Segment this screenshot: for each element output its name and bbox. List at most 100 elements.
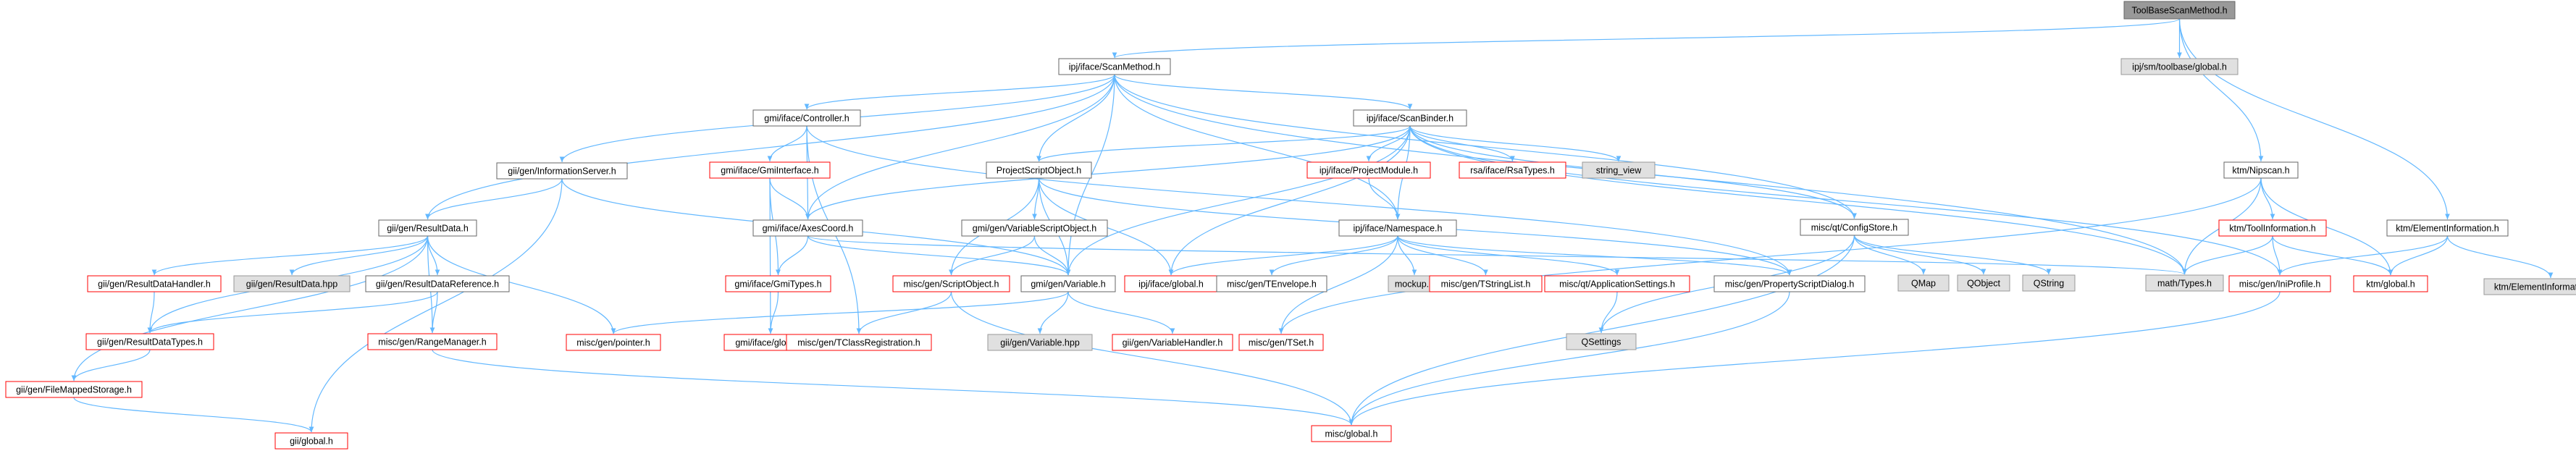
node-string_view[interactable]: string_view (1582, 161, 1656, 179)
node-gii_varhandler[interactable]: gii/gen/VariableHandler.h (1112, 334, 1233, 351)
edge-gii_resultdata-to-misc_pointer (427, 235, 616, 334)
node-label: gmi/iface/Controller.h (764, 114, 849, 124)
node-layer: ToolBaseScanMethod.h ipj/iface/ScanMethod… (5, 1, 2576, 450)
node-box (233, 275, 351, 292)
edge-ipj_scanmethod-to-projectscriptobject (1036, 74, 1115, 162)
node-gmi_gmiinterface[interactable]: gmi/iface/GmiInterface.h (709, 161, 831, 179)
edge-ipj_scanmethod-to-gmi_axescoord (805, 74, 1115, 220)
node-ipj_global[interactable]: ipj/iface/global.h (1124, 275, 1218, 292)
edge-ipj_scanbinder-to-gmi_axescoord (805, 125, 1411, 220)
edge-gii_filemapped-to-gii_global (73, 397, 314, 433)
edge-gmi_varscriptobject-to-gmi_gen_variable (1033, 235, 1071, 276)
node-ipj_scanmethod[interactable]: ipj/iface/ScanMethod.h (1058, 58, 1171, 75)
node-gii_infoserver[interactable]: gii/gen/InformationServer.h (496, 162, 628, 180)
edge-root-to-ktm_eleminfo (2178, 18, 2450, 220)
node-misc_rangemanager[interactable]: misc/gen/RangeManager.h (367, 333, 498, 350)
node-gmi_axescoord[interactable]: gmi/iface/AxesCoord.h (752, 219, 863, 237)
node-box (2123, 1, 2236, 20)
node-rsa_types[interactable]: rsa/iface/RsaTypes.h (1459, 161, 1566, 179)
edge-ipj_scanmethod-to-gii_resultdata (425, 74, 1115, 220)
node-gii_resultdataref[interactable]: gii/gen/ResultDataReference.h (365, 275, 510, 292)
node-box (365, 275, 510, 292)
edge-root-to-ktm_nipscan (2178, 18, 2264, 162)
node-gii_global[interactable]: gii/global.h (274, 432, 348, 450)
node-gmi_gen_variable[interactable]: gmi/gen/Variable.h (1020, 275, 1116, 292)
node-label: gii/gen/ResultDataReference.h (376, 279, 499, 290)
node-label: QString (2034, 279, 2064, 289)
edge-gmi_axescoord-to-gmi_gen_variable (807, 235, 1071, 276)
node-label: misc/gen/TEnvelope.h (1227, 279, 1317, 290)
node-label: gii/gen/ResultDataTypes.h (97, 337, 203, 347)
node-ipj_scanbinder[interactable]: ipj/iface/ScanBinder.h (1353, 109, 1467, 127)
edge-gmi_gen_variable-to-gii_gen_variable_hpp (1037, 291, 1069, 334)
node-gmi_gmitypes[interactable]: gmi/iface/GmiTypes.h (725, 275, 831, 292)
edge-ktm_eleminfo-to-misc_iniprofile (2277, 235, 2449, 276)
node-qmap[interactable]: QMap (1897, 274, 1950, 292)
node-ktm_nipscan[interactable]: ktm/Nipscan.h (2223, 161, 2299, 179)
node-label: gmi/gen/Variable.h (1031, 279, 1105, 290)
node-ipj_projectmodule[interactable]: ipj/iface/ProjectModule.h (1306, 161, 1431, 179)
node-gii_resultdata[interactable]: gii/gen/ResultData.h (378, 219, 477, 237)
node-box (5, 381, 143, 398)
node-box (1429, 275, 1543, 292)
node-qstring[interactable]: QString (2022, 274, 2076, 292)
edge-ipj_scanmethod-to-misc_configstore (1114, 74, 1857, 219)
node-label: ktm/ElementInformation.h (2396, 224, 2499, 234)
node-gmi_varscriptobject[interactable]: gmi/gen/VariableScriptObject.h (961, 219, 1108, 237)
node-misc_global[interactable]: misc/global.h (1311, 425, 1392, 442)
node-box (1713, 275, 1866, 292)
node-misc_pointer[interactable]: misc/gen/pointer.h (566, 334, 661, 351)
node-misc_tclassreg[interactable]: misc/gen/TClassRegistration.h (786, 334, 932, 351)
edge-gii_resultdata-to-gii_resultdatahandler (151, 235, 429, 276)
edge-ktm_toolinfo-to-ktm_global (2272, 235, 2394, 276)
edge-ipj_namespace-to-misc_propscriptdialog (1397, 235, 1792, 276)
node-label: gmi/iface/GmiInterface.h (721, 166, 819, 176)
node-gii_resultdatatypes[interactable]: gii/gen/ResultDataTypes.h (85, 333, 214, 350)
node-misc_scriptobject[interactable]: misc/gen/ScriptObject.h (892, 275, 1010, 292)
node-label: ProjectScriptObject.h (997, 166, 1081, 176)
node-ipj_toolbase_global[interactable]: ipj/sm/toolbase/global.h (2120, 58, 2239, 75)
node-ipj_namespace[interactable]: ipj/iface/Namespace.h (1338, 219, 1457, 237)
node-label: misc/gen/RangeManager.h (378, 337, 486, 347)
node-ktm_eleminfo_hpp[interactable]: ktm/ElementInformation.hpp (2483, 278, 2576, 295)
node-misc_iniprofile[interactable]: misc/gen/IniProfile.h (2228, 275, 2331, 292)
node-label: gii/gen/VariableHandler.h (1123, 338, 1223, 348)
node-mockup[interactable]: mockup.h (1388, 275, 1441, 292)
edge-gmi_gen_variable-to-gii_varhandler (1067, 291, 1175, 334)
node-gii_gen_variable_hpp[interactable]: gii/gen/Variable.hpp (987, 334, 1093, 351)
node-box (1216, 275, 1327, 292)
node-box (1800, 219, 1909, 236)
edge-gii_resultdatatypes-to-gii_filemapped (71, 349, 151, 382)
node-label: misc/gen/pointer.h (576, 338, 650, 348)
node-misc_appsettings[interactable]: misc/qt/ApplicationSettings.h (1544, 275, 1690, 292)
node-gii_resultdata_hpp[interactable]: gii/gen/ResultData.hpp (233, 275, 351, 292)
node-box (378, 219, 477, 237)
node-gii_filemapped[interactable]: gii/gen/FileMappedStorage.h (5, 381, 143, 398)
node-box (892, 275, 1010, 292)
node-label: misc/qt/ConfigStore.h (1811, 223, 1898, 233)
node-label: ipj/iface/ScanBinder.h (1367, 114, 1453, 124)
node-misc_propscriptdialog[interactable]: misc/gen/PropertyScriptDialog.h (1713, 275, 1866, 292)
node-label: gii/gen/ResultData.h (387, 224, 469, 234)
node-projectscriptobject[interactable]: ProjectScriptObject.h (986, 161, 1092, 179)
node-ktm_toolinfo[interactable]: ktm/ToolInformation.h (2218, 219, 2327, 237)
node-box (1582, 161, 1656, 179)
node-math_types[interactable]: math/Types.h (2145, 274, 2224, 292)
node-box (1112, 334, 1233, 351)
edge-misc_rangemanager-to-misc_global (432, 349, 1354, 426)
node-box (2353, 275, 2428, 292)
node-ktm_global[interactable]: ktm/global.h (2353, 275, 2428, 292)
node-misc_configstore[interactable]: misc/qt/ConfigStore.h (1800, 219, 1909, 236)
node-root[interactable]: ToolBaseScanMethod.h (2123, 1, 2236, 20)
node-gii_resultdatahandler[interactable]: gii/gen/ResultDataHandler.h (87, 275, 222, 292)
node-misc_tstringlist[interactable]: misc/gen/TStringList.h (1429, 275, 1543, 292)
edge-gmi_axescoord-to-gmi_gmitypes (776, 235, 809, 276)
node-ktm_eleminfo[interactable]: ktm/ElementInformation.h (2386, 219, 2509, 237)
node-qobject[interactable]: QObject (1957, 274, 2010, 292)
node-misc_tenvelope[interactable]: misc/gen/TEnvelope.h (1216, 275, 1327, 292)
edge-ipj_namespace-to-misc_tset (1278, 235, 1398, 334)
node-gmi_controller[interactable]: gmi/iface/Controller.h (752, 109, 861, 127)
node-qsettings[interactable]: QSettings (1566, 333, 1637, 350)
edge-misc_iniprofile-to-misc_global (1348, 291, 2281, 426)
node-misc_tset[interactable]: misc/gen/TSet.h (1238, 334, 1324, 351)
